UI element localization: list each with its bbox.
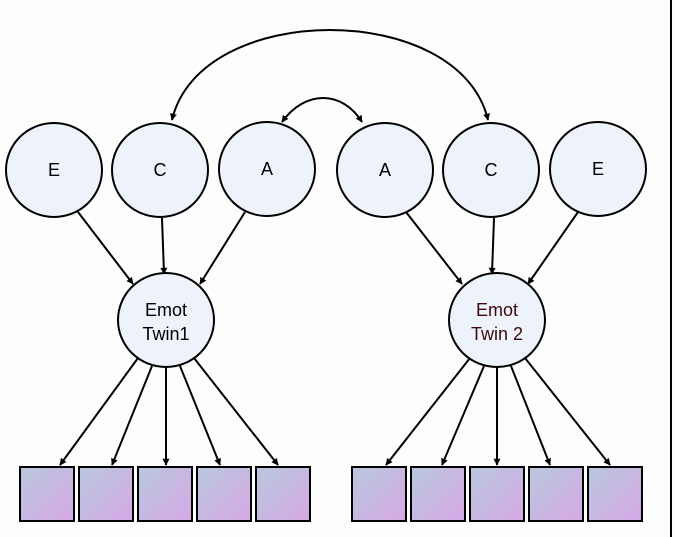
latent-circle [218,121,316,217]
path-t2-i1 [385,357,471,466]
latent-c-twin1: C [111,122,209,218]
latent-e-twin2: E [549,121,647,217]
path-t1-i1 [59,357,139,466]
indicator-box [137,466,193,522]
latent-circle [336,122,434,218]
trait-circle [117,272,215,368]
path-c1-t1 [160,217,168,275]
indicators-twin2 [351,466,643,522]
path-t1-i5 [193,357,279,466]
trait-label-line2: Twin1 [142,324,189,344]
latent-label: E [48,160,60,180]
latent-c-twin2: C [442,122,540,218]
indicator-box [469,466,525,522]
trait-emot-twin1: Emot Twin1 [117,272,215,368]
latent-factors: E C A A C E [5,121,647,218]
path-t2-i5 [524,357,611,466]
indicator-box [78,466,134,522]
indicator-paths [59,357,611,466]
latent-circle [549,121,647,217]
latent-circle [111,122,209,218]
latent-a-twin2: A [336,122,434,218]
path-t2-i4 [510,365,551,466]
indicators-twin1 [19,466,311,522]
trait-circle [448,272,546,368]
latent-circle [5,122,103,218]
trait-label-line1: Emot [476,300,518,320]
latent-label: C [154,160,167,180]
path-e2-t2 [527,211,579,285]
latent-label: C [485,160,498,180]
path-t1-i4 [179,365,221,466]
indicator-box [19,466,75,522]
indicator-box [255,466,311,522]
indicator-box [410,466,466,522]
trait-label-line1: Emot [145,300,187,320]
path-c2-t2 [488,217,496,275]
path-t2-i2 [441,365,485,466]
indicator-box [528,466,584,522]
latent-circle [442,122,540,218]
path-t1-i2 [111,365,153,466]
covariance-c1-c2 [170,29,490,121]
covariance-a1-a2 [281,97,363,123]
latent-label: E [592,159,604,179]
trait-label-line2: Twin 2 [471,324,523,344]
path-e1-t1 [77,211,134,285]
path-a1-t1 [199,211,246,285]
trait-emot-twin2: Emot Twin 2 [448,272,546,368]
latent-paths [77,211,579,285]
latent-e-twin1: E [5,122,103,218]
latent-label: A [261,159,273,179]
indicator-box [351,466,407,522]
path-a2-t2 [405,211,463,285]
indicator-box [196,466,252,522]
latent-a-twin1: A [218,121,316,217]
latent-label: A [379,160,391,180]
indicator-box [587,466,643,522]
